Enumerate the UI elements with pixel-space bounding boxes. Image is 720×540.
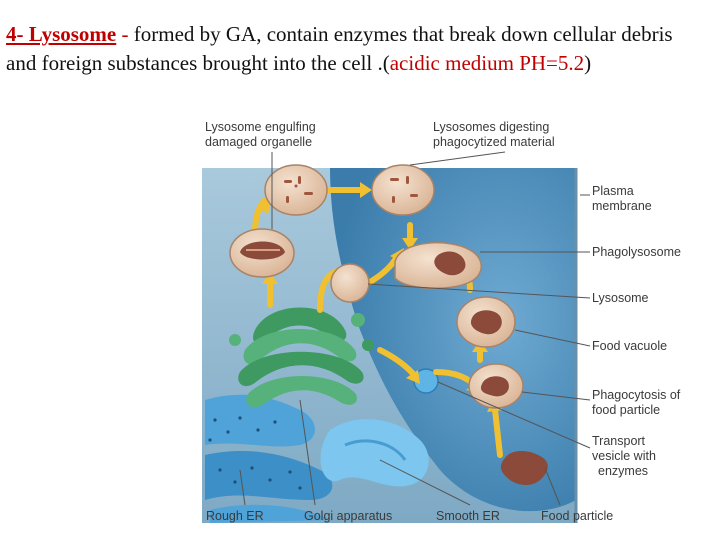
golgi-apparatus: [229, 307, 374, 408]
close-paren: ): [584, 51, 592, 75]
food-particle: [500, 451, 548, 485]
label-rough-er: Rough ER: [206, 509, 264, 523]
label-phagolysosome: Phagolysosome: [592, 245, 681, 259]
phagocytosis-vesicle: [468, 363, 524, 409]
vesicle-engulfing-top: [264, 164, 328, 216]
smooth-er: [320, 419, 429, 487]
vesicle-engulfing-organelle: [229, 228, 295, 278]
heading: 4- Lysosome: [6, 22, 117, 46]
label-lysosome: Lysosome: [592, 291, 649, 305]
food-vacuole: [456, 296, 516, 348]
slide-text: 4- Lysosome - formed by GA, contain enzy…: [6, 20, 706, 78]
label-phagocytosis: Phagocytosis of food particle: [592, 388, 680, 418]
label-smooth-er: Smooth ER: [436, 509, 500, 523]
label-plasma-membrane: Plasma membrane: [592, 184, 652, 214]
label-digesting: Lysosomes digesting phagocytized materia…: [433, 120, 555, 150]
phagolysosome: [394, 241, 482, 290]
label-food-particle: Food particle: [541, 509, 614, 523]
label-golgi: Golgi apparatus: [304, 509, 393, 523]
nucleus: [330, 168, 576, 512]
lysosome: [330, 263, 370, 303]
label-engulfing-line2: damaged organelle: [205, 135, 313, 149]
label-digesting-line1: Lysosomes digesting: [433, 120, 550, 134]
rough-er: [205, 394, 333, 523]
acidic-text: acidic medium PH=5.2: [389, 51, 585, 75]
label-food-vacuole: Food vacuole: [592, 339, 668, 353]
label-plasma-line1: Plasma: [592, 184, 634, 198]
label-transport-line1: Transport: [592, 434, 646, 448]
label-plasma-line2: membrane: [592, 199, 652, 213]
label-digesting-line2: phagocytized material: [433, 135, 555, 149]
label-transport-line2: vesicle with: [592, 449, 656, 463]
label-transport-line3: enzymes: [598, 464, 649, 478]
dash: -: [116, 22, 134, 46]
label-engulfing: Lysosome engulfing damaged organelle: [205, 120, 316, 150]
label-phago-line2: food particle: [592, 403, 661, 417]
label-transport-vesicle: Transport vesicle with enzymes: [592, 434, 656, 479]
pointer-lines: [239, 151, 591, 506]
body-text: formed by GA, contain enzymes that break…: [6, 22, 673, 75]
label-phago-line1: Phagocytosis of: [592, 388, 681, 402]
vesicle-digesting: [371, 164, 435, 216]
label-engulfing-line1: Lysosome engulfing: [205, 120, 316, 134]
